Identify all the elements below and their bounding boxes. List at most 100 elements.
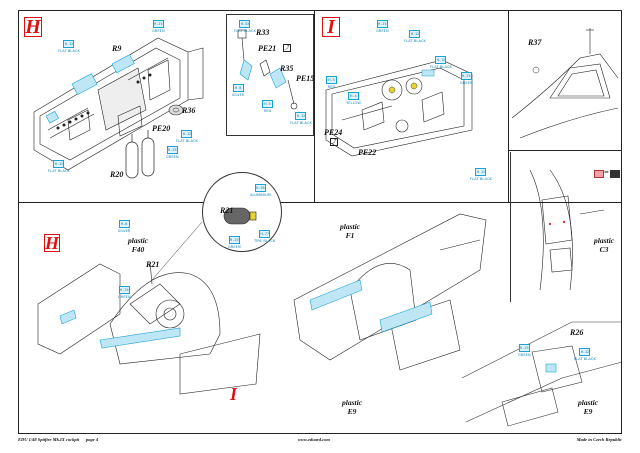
paint-tag-label: FLAT BLACK	[404, 39, 426, 43]
oxygen-bottles-drawing	[125, 130, 155, 179]
footer-website: www.eduard.com	[298, 437, 330, 442]
paint-tag-code: H-25	[166, 146, 178, 154]
part-r35: R35	[280, 64, 294, 73]
part-pe20: PE20	[152, 124, 171, 133]
paint-tag-code: H-25	[460, 72, 472, 80]
paint-tag-label: FLAT BLACK	[58, 49, 80, 53]
paint-tag-code: H-33	[239, 20, 251, 28]
paint-tag-label: GREEN	[118, 295, 131, 299]
paint-tag-label: FLAT BLACK	[290, 121, 312, 125]
page-frame	[18, 10, 622, 434]
paint-tag-label: GREEN	[376, 29, 389, 33]
paint-tag-label: GREEN	[152, 29, 165, 33]
plastic-e9-mid-code: E9	[347, 407, 357, 416]
paint-tag-code: H-55	[254, 184, 266, 192]
part-r20: R20	[110, 170, 124, 179]
footer-page-number: page 4	[86, 437, 99, 442]
plastic-e9-mid: plastic E9	[342, 398, 362, 416]
cockpit-assembly-drawing	[37, 261, 261, 395]
color-swatch-dark	[610, 170, 620, 178]
plastic-e9-right-word: plastic	[578, 398, 598, 407]
footer: EDU 1/48 Spitfire Mk.IX cockpit page 4 w…	[18, 436, 622, 446]
paint-tag-label: GREEN	[460, 81, 473, 85]
part-pe21: PE21	[258, 44, 277, 53]
paint-tag-label: SILVER	[232, 93, 245, 97]
zoom-lines	[151, 221, 203, 281]
paint-tag-label: GREEN	[166, 155, 179, 159]
paint-tag-label: ALUMINIUM	[250, 193, 271, 197]
paint-tag-label: FLAT BLACK	[176, 139, 198, 143]
paint-tag-code: H-25	[376, 20, 388, 28]
step-letter-h-top: H	[24, 16, 42, 38]
paint-tag-label: GREEN	[228, 245, 241, 249]
bend-icon-pe21: ⤴	[283, 44, 291, 52]
r21-zoom-drawing	[223, 207, 257, 225]
plastic-f40-word: plastic	[128, 236, 148, 245]
paint-tag-code: H-3	[326, 76, 337, 84]
paint-tag-label: FLAT BLACK	[470, 177, 492, 181]
fuselage-f1-drawing	[293, 213, 487, 371]
divider-right-box-top	[508, 150, 622, 151]
paint-tag-label: FLAT BLACK	[234, 29, 256, 33]
part-pe24: PE24	[324, 128, 343, 137]
part-r37: R37	[528, 38, 542, 47]
plastic-c3-code: C3	[599, 245, 609, 254]
paint-tag-code: H-25	[118, 286, 130, 294]
divider-vertical-top	[314, 10, 315, 203]
plastic-e9-right-code: E9	[583, 407, 593, 416]
paint-tag-label: FLAT BLACK	[430, 65, 452, 69]
plastic-e9-right: plastic E9	[578, 398, 598, 416]
footer-kit-title: EDU 1/48 Spitfire Mk.IX cockpit	[18, 437, 80, 442]
part-r21-zoom: R21	[220, 206, 234, 215]
paint-tag-label: RED	[327, 85, 336, 89]
part-pe22: PE22	[358, 148, 377, 157]
paint-tag-code: H-12	[435, 56, 447, 64]
divider-horizontal-main	[18, 202, 622, 203]
plastic-f1-code: F1	[345, 231, 355, 240]
step-letter-h-bottom: H	[44, 233, 60, 253]
paint-tag-code: H-12	[295, 112, 307, 120]
bend-icon-pe24: ⤴	[330, 138, 338, 146]
paint-tag-code: H-12	[475, 168, 487, 176]
plastic-c3: plastic C3	[594, 236, 614, 254]
part-r21: R21	[146, 260, 160, 269]
footer-origin: Made in Czech Republic	[576, 437, 622, 442]
paint-tag-code: H-25	[152, 20, 164, 28]
part-r36: R36	[182, 106, 196, 115]
paint-tag-code: H-12	[579, 348, 591, 356]
paint-tag-code: H-12	[53, 160, 65, 168]
paint-tag-label: GREEN	[518, 353, 531, 357]
part-pe15: PE15	[296, 74, 315, 83]
instrument-panel-drawing	[33, 37, 204, 171]
paint-tag-code: H-8	[118, 220, 130, 228]
paint-tag-label: FLAT BLACK	[48, 169, 70, 173]
swatch-equals-icon: =	[604, 169, 610, 176]
plastic-f1: plastic F1	[340, 222, 360, 240]
step-letter-i-bottom: I	[230, 384, 238, 404]
plastic-f40: plastic F40	[128, 236, 148, 254]
paint-tag-code: H-12	[63, 40, 75, 48]
paint-tag-code: H-25	[518, 344, 530, 352]
paint-tag-code: H-77	[259, 230, 271, 238]
paint-tag-code: H-25	[228, 236, 240, 244]
r36-part-drawing	[168, 104, 184, 116]
paint-tag-label: SILVER	[118, 229, 131, 233]
paint-tag-code: H-12	[409, 30, 421, 38]
